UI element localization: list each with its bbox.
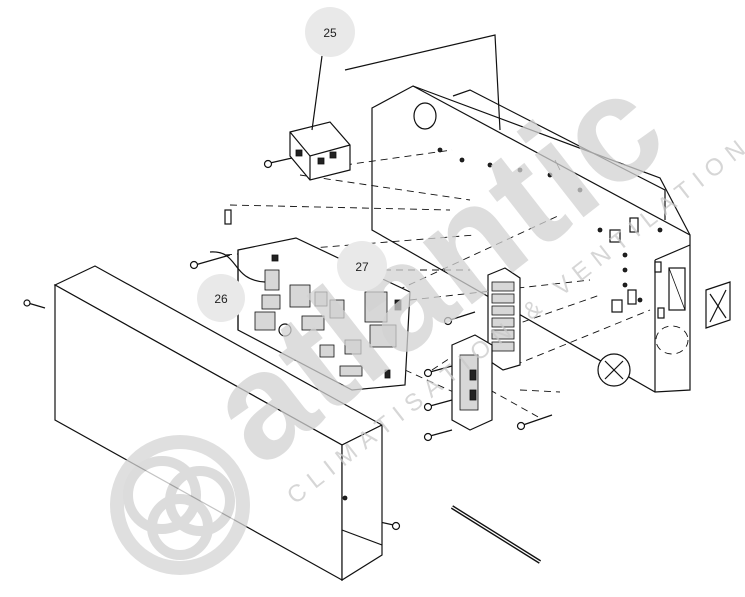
callout-26-label: 26 <box>214 292 228 306</box>
callout-25: 25 <box>305 7 355 57</box>
terminal-strip <box>487 267 521 371</box>
callout-27: 27 <box>337 241 387 291</box>
callout-27-label: 27 <box>355 260 369 274</box>
label-plate <box>705 281 731 329</box>
fasteners <box>23 209 553 531</box>
connector-bracket <box>451 334 493 431</box>
round-cap <box>597 353 631 387</box>
part-25-relay-block <box>263 55 351 181</box>
chassis-housing <box>371 85 691 393</box>
watermark-logo <box>110 435 250 575</box>
front-cover-panel <box>53 265 384 582</box>
callout-26: 26 <box>197 274 245 322</box>
cable-tie <box>450 505 542 564</box>
callout-25-label: 25 <box>323 26 337 40</box>
